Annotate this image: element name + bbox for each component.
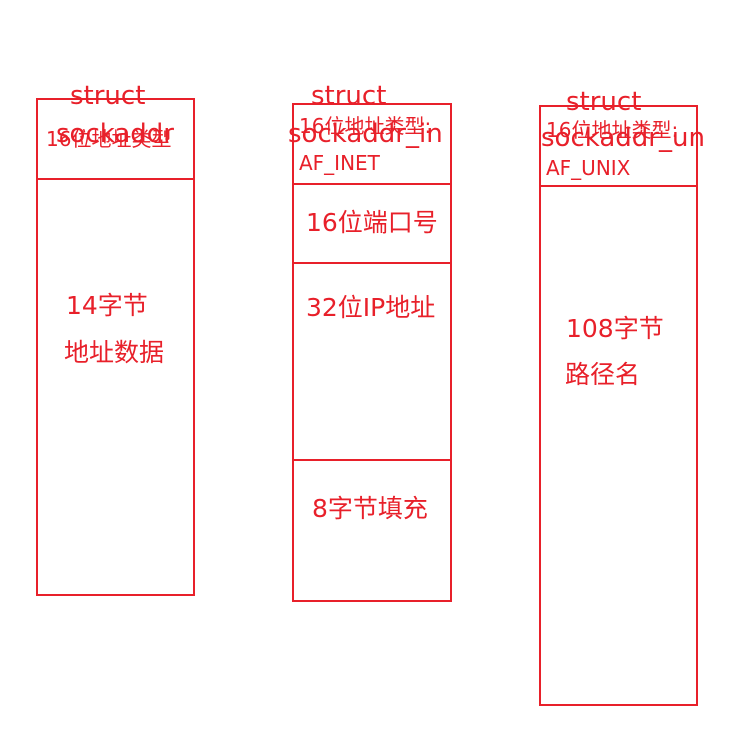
sockaddr-data-label-line2: 地址数据 xyxy=(64,338,165,367)
sockaddr-in-title-line2: sockaddr_in xyxy=(288,119,443,149)
sockaddr-un-path-label-line1: 108字节 xyxy=(566,314,664,343)
sockaddr-family-field: 16位地址类型 xyxy=(38,100,193,180)
sockaddr-in-ip-label: 32位IP地址 xyxy=(306,293,436,322)
sockaddr-in-family-label-line1: 16位地址类型: xyxy=(299,114,432,138)
sockaddr-in-title: struct xyxy=(311,6,386,150)
sockaddr-in-family-label-line2: AF_INET xyxy=(299,151,380,175)
sockaddr-in-padding-label: 8字节填充 xyxy=(312,494,428,523)
sockaddr-in-family-field: 16位地址类型: AF_INET xyxy=(294,105,450,185)
sockaddr-in-port-label: 16位端口号 xyxy=(306,208,438,237)
sockaddr-struct-box: 16位地址类型 14字节 地址数据 xyxy=(36,98,195,596)
sockaddr-in-title-line1: struct xyxy=(311,81,387,111)
sockaddr-un-title-2: sockaddr_un xyxy=(541,48,705,192)
sockaddr-un-path-label-line2: 路径名 xyxy=(565,360,641,389)
sockaddr-un-title: struct xyxy=(566,12,641,156)
sockaddr-in-title-2: sockaddr_in xyxy=(288,44,443,188)
sockaddr-data-label-line1: 14字节 xyxy=(66,291,148,320)
sockaddr-in-struct-box: 16位地址类型: AF_INET 16位端口号 32位IP地址 8字节填充 xyxy=(292,103,452,602)
sockaddr-un-family-field: 16位地址类型: AF_UNIX xyxy=(541,107,696,187)
sockaddr-in-port-field: 16位端口号 xyxy=(294,185,450,264)
sockaddr-un-family-label-line2: AF_UNIX xyxy=(546,156,631,180)
sockaddr-un-title-line1: struct xyxy=(566,87,642,117)
sockaddr-un-struct-box: 16位地址类型: AF_UNIX 108字节 路径名 xyxy=(539,105,698,706)
sockaddr-un-title-line2: sockaddr_un xyxy=(541,123,705,153)
sockaddr-title-line2: sockaddr xyxy=(56,119,174,149)
sockaddr-in-ip-field: 32位IP地址 xyxy=(294,264,450,461)
sockaddr-title-line1: struct xyxy=(70,81,146,111)
sockaddr-un-family-label-line1: 16位地址类型: xyxy=(546,118,679,142)
sockaddr-family-label: 16位地址类型 xyxy=(46,127,172,151)
sockaddr-title: struct xyxy=(70,6,145,150)
sockaddr-title-2: sockaddr xyxy=(56,44,174,188)
